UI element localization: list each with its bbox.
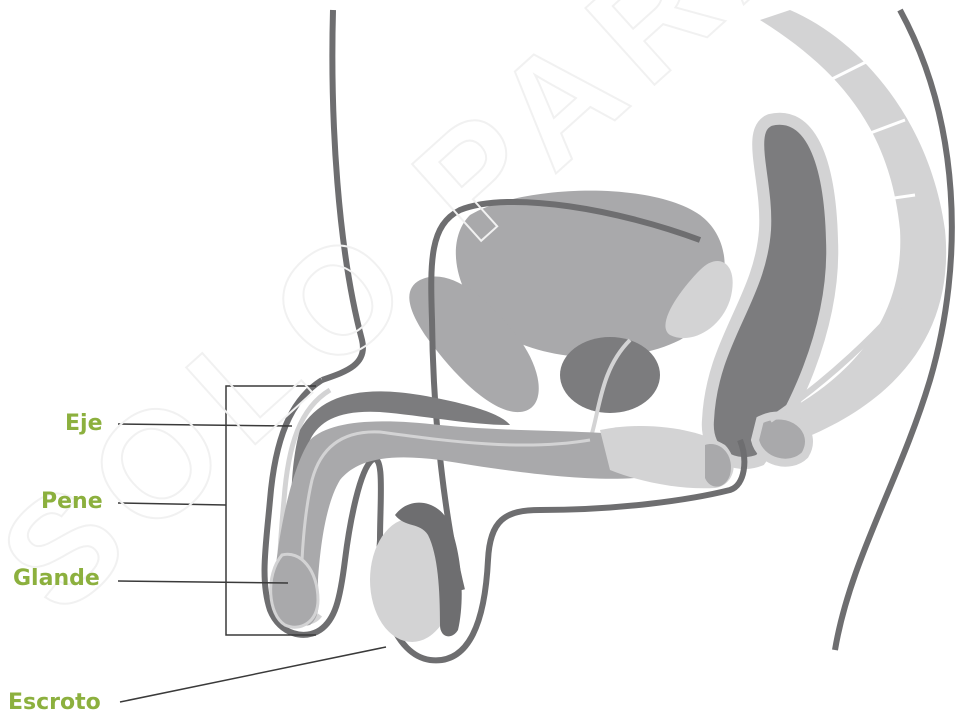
eje-leader <box>118 424 292 426</box>
escroto-leader <box>120 647 386 702</box>
label-escroto: Escroto <box>8 690 101 716</box>
label-eje: Eje <box>65 411 103 437</box>
anal-tissue <box>755 415 809 462</box>
label-pene: Pene <box>41 489 103 515</box>
prostate <box>560 337 660 413</box>
pene-leader <box>118 503 226 505</box>
label-glande: Glande <box>13 566 100 592</box>
body-outline-front <box>322 10 363 380</box>
